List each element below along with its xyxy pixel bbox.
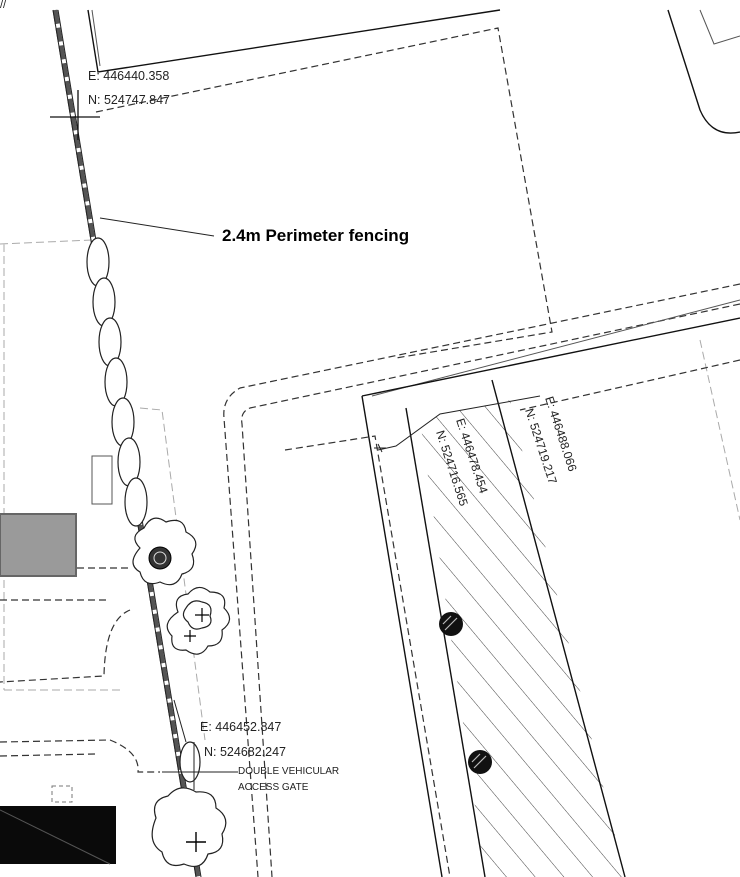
coordinate-1-northing: N: 524747.847	[88, 93, 170, 107]
northeast-building-outline	[667, 9, 740, 134]
gate-label-line-1: DOUBLE VEHICULAR	[238, 766, 339, 777]
utility-marker-2	[468, 750, 492, 774]
gate-label-line-2: ACCESS GATE	[238, 782, 309, 793]
callout-label: 2.4m Perimeter fencing	[222, 226, 409, 245]
survey-marker-1	[50, 90, 100, 140]
coordinate-2-easting: E: 446452.847	[200, 720, 281, 734]
road-outline	[223, 283, 740, 877]
hedge-chain	[86, 237, 148, 527]
corner-mark: //	[0, 0, 7, 11]
access-gate-symbol	[162, 699, 238, 790]
coordinate-1-easting: E: 446440.358	[88, 69, 169, 83]
tree-2	[166, 586, 231, 655]
grey-block	[0, 513, 77, 577]
black-block	[0, 785, 116, 865]
north-building-outline	[87, 9, 553, 359]
hatched-strip	[405, 379, 626, 877]
utility-marker-1	[439, 612, 463, 636]
coordinate-2-northing: N: 524682.247	[204, 745, 286, 759]
tree-1	[132, 517, 197, 586]
tree-3	[151, 787, 227, 867]
coordinate-leaders	[374, 395, 541, 453]
callout-leader	[99, 217, 215, 237]
